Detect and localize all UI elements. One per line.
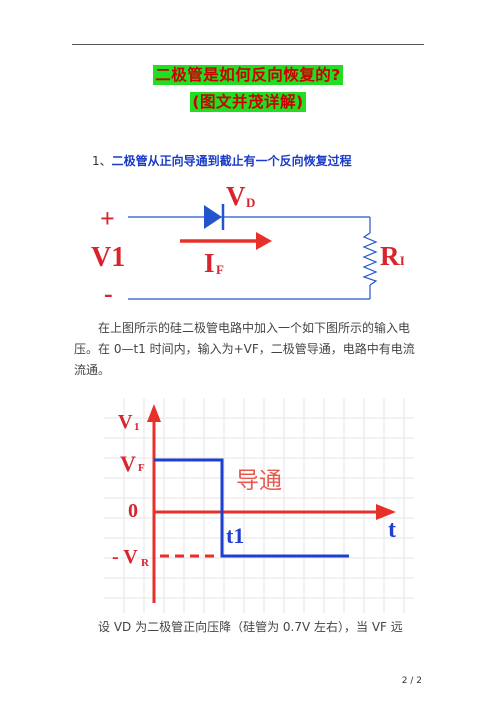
- background-grid: [104, 398, 414, 613]
- if-subscript: F: [216, 262, 224, 277]
- vd-subscript: D: [246, 195, 255, 210]
- rl-subscript: L: [400, 253, 404, 268]
- y-axis-arrow: [147, 404, 161, 422]
- page-number: 2 / 2: [401, 676, 422, 686]
- vr-subscript: R: [141, 557, 150, 569]
- t1-label: t1: [226, 523, 244, 548]
- paragraph-1: 在上图所示的硅二极管电路中加入一个如下图所示的输入电压。在 0—t1 时间内，输…: [74, 321, 415, 377]
- section-title: 二极管从正向导通到截止有一个反向恢复过程: [111, 154, 352, 168]
- zero-label: 0: [128, 500, 138, 522]
- document-title-line1: 二极管是如何反向恢复的?: [153, 65, 343, 85]
- x-axis-arrow: [376, 504, 396, 520]
- diode-circuit-figure: + V1 - V D I F R L: [91, 181, 404, 308]
- conduct-label: 导通: [236, 468, 282, 494]
- vf-label: V: [120, 451, 136, 476]
- vd-label: V: [226, 181, 246, 211]
- input-voltage-waveform: V 1 V F 0 - V R t1 t 导通: [104, 398, 414, 613]
- if-label: I: [204, 248, 215, 278]
- signal-waveform: [154, 458, 349, 558]
- section-number: 1、: [92, 154, 112, 168]
- plus-sign: +: [100, 204, 115, 233]
- paragraph-2: 设 VD 为二极管正向压降（硅管为 0.7V 左右），当 VF 远: [98, 620, 403, 634]
- header-rule: [72, 44, 424, 45]
- current-arrow-head: [256, 232, 272, 250]
- source-label-v1: V1: [91, 242, 125, 273]
- vr-label: - V: [112, 546, 138, 568]
- y-axis-label-subscript: 1: [134, 421, 140, 433]
- resistor-symbol: [362, 232, 378, 286]
- diode-icon: [204, 205, 222, 229]
- minus-sign: -: [104, 279, 113, 308]
- section-heading: 1、二极管从正向导通到截止有一个反向恢复过程: [92, 152, 352, 169]
- t-axis-label: t: [388, 517, 396, 543]
- y-axis-label: V: [118, 411, 133, 433]
- rl-label: R: [380, 241, 400, 271]
- vf-subscript: F: [138, 462, 145, 474]
- document-title-line2: (图文并茂详解): [190, 92, 306, 112]
